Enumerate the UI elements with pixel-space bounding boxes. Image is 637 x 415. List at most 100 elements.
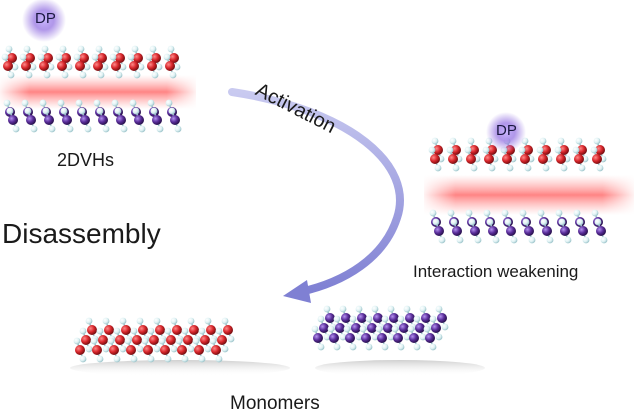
hydrogen-atom: [93, 99, 101, 107]
hydrogen-atom: [147, 99, 155, 107]
hydrogen-atom: [55, 53, 63, 61]
hydrogen-atom: [591, 209, 599, 217]
purple-atom: [351, 323, 361, 333]
purple-atom: [431, 323, 441, 333]
hydrogen-atom: [423, 325, 431, 333]
hydrogen-atom: [95, 45, 103, 53]
hydrogen-atom: [343, 325, 351, 333]
hydrogen-atom: [397, 315, 405, 323]
red-atom: [206, 325, 216, 335]
purple-atom: [8, 115, 18, 125]
hydrogen-atom: [518, 146, 526, 154]
hydrogen-atom: [419, 305, 427, 313]
purple-atom: [134, 115, 144, 125]
red-atom: [39, 61, 49, 71]
purple-atom: [367, 323, 377, 333]
hydrogen-atom: [537, 209, 545, 217]
hydrogen-atom: [153, 345, 161, 353]
hydrogen-atom: [181, 327, 189, 335]
hydrogen-atom: [12, 125, 20, 133]
purple-atom: [389, 313, 399, 323]
hydrogen-atom: [96, 355, 104, 363]
activation-arrow: [228, 88, 404, 303]
red-atom: [559, 145, 569, 155]
hydrogen-atom: [470, 164, 478, 172]
hydrogen-atom: [7, 71, 15, 79]
red-atom: [149, 335, 159, 345]
hydrogen-atom: [78, 107, 86, 115]
hydrogen-atom: [48, 125, 56, 133]
hydrogen-atom: [468, 218, 476, 226]
red-atom: [111, 61, 121, 71]
hydrogen-atom: [39, 99, 47, 107]
hydrogen-atom: [130, 355, 138, 363]
red-atom: [538, 154, 548, 164]
hydrogen-atom: [170, 345, 178, 353]
hydrogen-atom: [145, 53, 153, 61]
red-atom: [75, 61, 85, 71]
hydrogen-atom: [558, 218, 566, 226]
hydrogen-atom: [317, 343, 325, 351]
hydrogen-atom: [187, 317, 195, 325]
purple-atom: [329, 333, 339, 343]
red-atom: [172, 325, 182, 335]
red-atom: [194, 345, 204, 355]
hydrogen-atom: [77, 45, 85, 53]
hydrogen-atom: [501, 209, 509, 217]
hydrogen-atom: [381, 343, 389, 351]
hydrogen-atom: [387, 333, 395, 341]
purple-atom: [319, 323, 329, 333]
hydrogen-atom: [311, 325, 319, 333]
hydrogen-atom: [333, 343, 341, 351]
hydrogen-atom: [120, 125, 128, 133]
hydrogen-atom: [221, 317, 229, 325]
hydrogen-atom: [449, 137, 457, 145]
hydrogen-atom: [371, 305, 379, 313]
purple-atom: [405, 313, 415, 323]
purple-atom: [415, 323, 425, 333]
hydrogen-atom: [573, 209, 581, 217]
hydrogen-atom: [127, 53, 135, 61]
hydrogen-atom: [114, 107, 122, 115]
red-atom: [75, 345, 85, 355]
purple-atom: [341, 313, 351, 323]
hydrogen-atom: [156, 125, 164, 133]
hydrogen-atom: [132, 107, 140, 115]
red-atom: [92, 345, 102, 355]
hydrogen-atom: [96, 327, 104, 335]
red-atom: [169, 53, 179, 63]
red-atom: [556, 154, 566, 164]
purple-atom: [470, 226, 480, 236]
monomers-label: Monomers: [230, 393, 320, 414]
hydrogen-atom: [60, 107, 68, 115]
hydrogen-atom: [164, 355, 172, 363]
red-atom: [3, 61, 13, 71]
red-atom: [595, 145, 605, 155]
heterostructure-label: 2DVHs: [57, 150, 115, 170]
hydrogen-atom: [375, 325, 383, 333]
hydrogen-atom: [554, 146, 562, 154]
hydrogen-atom: [387, 305, 395, 313]
hydrogen-atom: [61, 71, 69, 79]
hydrogen-atom: [109, 53, 117, 61]
hydrogen-atom: [29, 63, 37, 71]
hydrogen-atom: [136, 345, 144, 353]
hydrogen-atom: [164, 327, 172, 335]
hydrogen-atom: [317, 315, 325, 323]
hydrogen-atom: [113, 327, 121, 335]
hydrogen-atom: [79, 327, 87, 335]
hydrogen-atom: [504, 218, 512, 226]
hydrogen-atom: [365, 315, 373, 323]
red-atom: [7, 53, 17, 63]
purple-atom: [524, 226, 534, 236]
hydrogen-atom: [119, 317, 127, 325]
hydrogen-atom: [434, 164, 442, 172]
hydrogen-atom: [79, 355, 87, 363]
red-atom: [109, 345, 119, 355]
hydrogen-atom: [441, 323, 449, 331]
hydrogen-atom: [413, 343, 421, 351]
hydrogen-atom: [25, 71, 33, 79]
hydrogen-atom: [175, 337, 183, 345]
red-atom: [93, 61, 103, 71]
hydrogen-atom: [483, 209, 491, 217]
